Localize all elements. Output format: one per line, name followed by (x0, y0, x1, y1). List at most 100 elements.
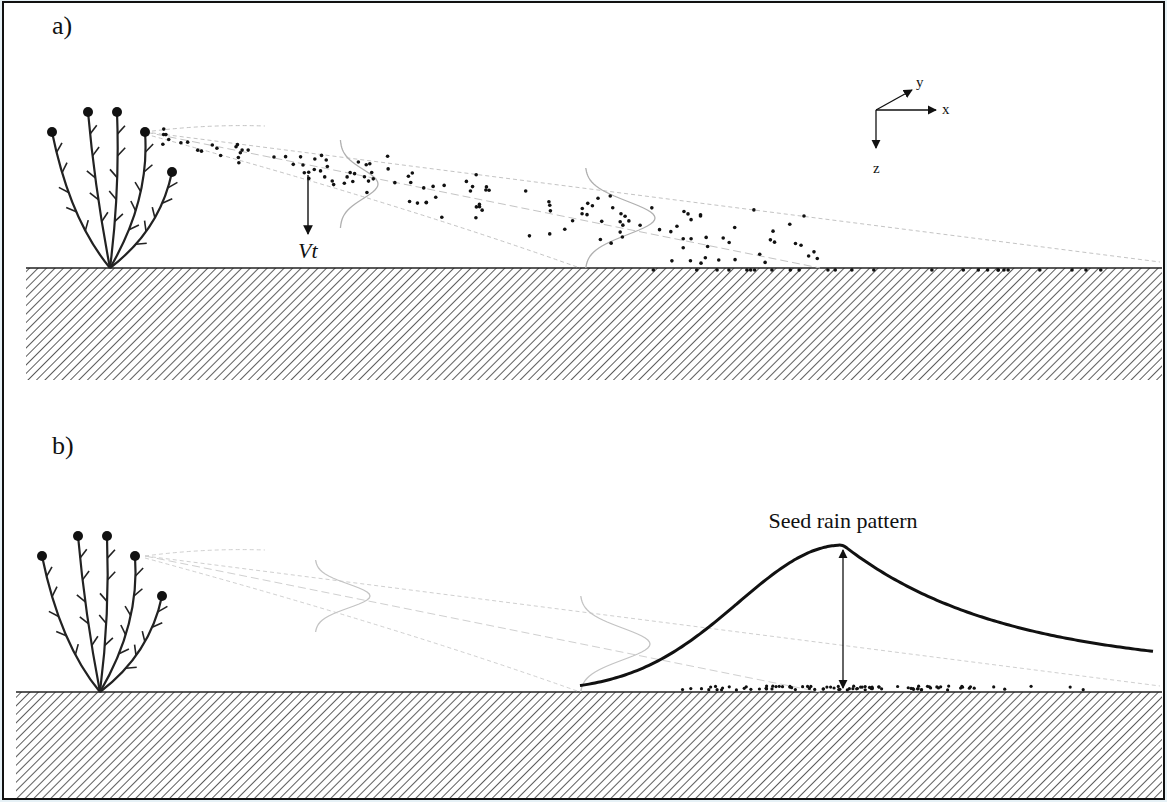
deposited-seed (992, 685, 995, 688)
concentration-profile (586, 168, 655, 268)
seed (478, 205, 482, 209)
deposited-seed (852, 685, 855, 688)
seed (571, 219, 575, 223)
seed (372, 177, 376, 181)
leaf (136, 243, 147, 244)
deposited-seed (909, 687, 912, 690)
seed (600, 220, 604, 224)
leaf (115, 214, 123, 221)
leaf (135, 182, 141, 191)
leaf (87, 171, 95, 178)
seed (319, 169, 323, 173)
leaf (85, 220, 88, 231)
seed (618, 220, 622, 224)
deposited-seed (801, 685, 804, 688)
plume-axis (145, 132, 820, 268)
seed (788, 222, 792, 226)
seed (303, 171, 307, 175)
seed (299, 155, 303, 159)
deposited-seed (758, 687, 761, 690)
deposited-seed (947, 684, 950, 687)
deposited-seed (864, 685, 867, 688)
leaf (108, 550, 115, 558)
seed (627, 219, 631, 223)
seed (416, 201, 420, 205)
seed (353, 172, 357, 176)
seed (326, 165, 330, 169)
seed (424, 201, 428, 205)
seed (312, 168, 316, 172)
axis-arrow (876, 90, 912, 110)
deposited-seed (829, 686, 832, 689)
leaf (118, 126, 125, 134)
seed (236, 143, 240, 147)
seed (621, 235, 625, 239)
seed (272, 155, 276, 159)
deposited-seed (794, 688, 797, 691)
leaf (129, 225, 139, 230)
seed (348, 171, 352, 175)
deposited-seed (822, 687, 825, 690)
deposited-seed (986, 268, 990, 272)
seed (669, 230, 673, 234)
seed (370, 171, 374, 175)
deposited-seed (770, 268, 774, 272)
seed (313, 157, 317, 161)
seed (771, 229, 775, 233)
seed-head (167, 167, 177, 177)
seed (623, 214, 627, 218)
seed (704, 236, 708, 240)
seed (611, 206, 615, 210)
seed (301, 163, 305, 167)
deposited-seed (770, 687, 773, 690)
seed (599, 238, 603, 242)
seed (474, 216, 478, 220)
seed (485, 185, 489, 189)
leaf (125, 606, 131, 615)
seed (799, 244, 803, 248)
seed (164, 133, 168, 137)
leaf (108, 572, 116, 580)
plant-stem (52, 132, 110, 268)
seed (440, 215, 444, 219)
seed (367, 179, 371, 183)
leaf (144, 165, 152, 172)
seed (343, 181, 347, 185)
seed (733, 226, 737, 230)
deposited-seed (939, 685, 942, 688)
plume-edge (145, 134, 580, 268)
seed (425, 200, 429, 204)
axis-label: z (871, 160, 882, 177)
ground-line (26, 267, 1162, 269)
seed (484, 188, 488, 192)
seed (563, 227, 567, 231)
seed (219, 154, 223, 158)
seed (763, 261, 767, 265)
deposited-seed (743, 687, 746, 690)
settling-velocity-arrow (307, 175, 308, 234)
leaf (145, 144, 153, 152)
leaf (47, 567, 52, 577)
deposited-seed (1069, 685, 1072, 688)
seed (675, 224, 679, 228)
deposited-seed (745, 268, 749, 272)
deposited-seed (848, 687, 851, 690)
seed (323, 175, 327, 179)
seed-head (73, 531, 83, 541)
ground-line (16, 691, 1162, 693)
deposited-seed (707, 688, 710, 691)
plant-stem (88, 112, 110, 268)
seed-head (112, 107, 122, 117)
seed (608, 194, 612, 198)
seed (409, 181, 413, 185)
seed (480, 208, 484, 212)
leaf (62, 163, 67, 173)
seed (658, 228, 662, 232)
plume-axis (145, 556, 820, 692)
deposited-seed (920, 688, 923, 691)
leaf (102, 212, 108, 221)
seed (686, 212, 690, 216)
seed (365, 191, 369, 195)
deposited-seed (920, 688, 923, 691)
